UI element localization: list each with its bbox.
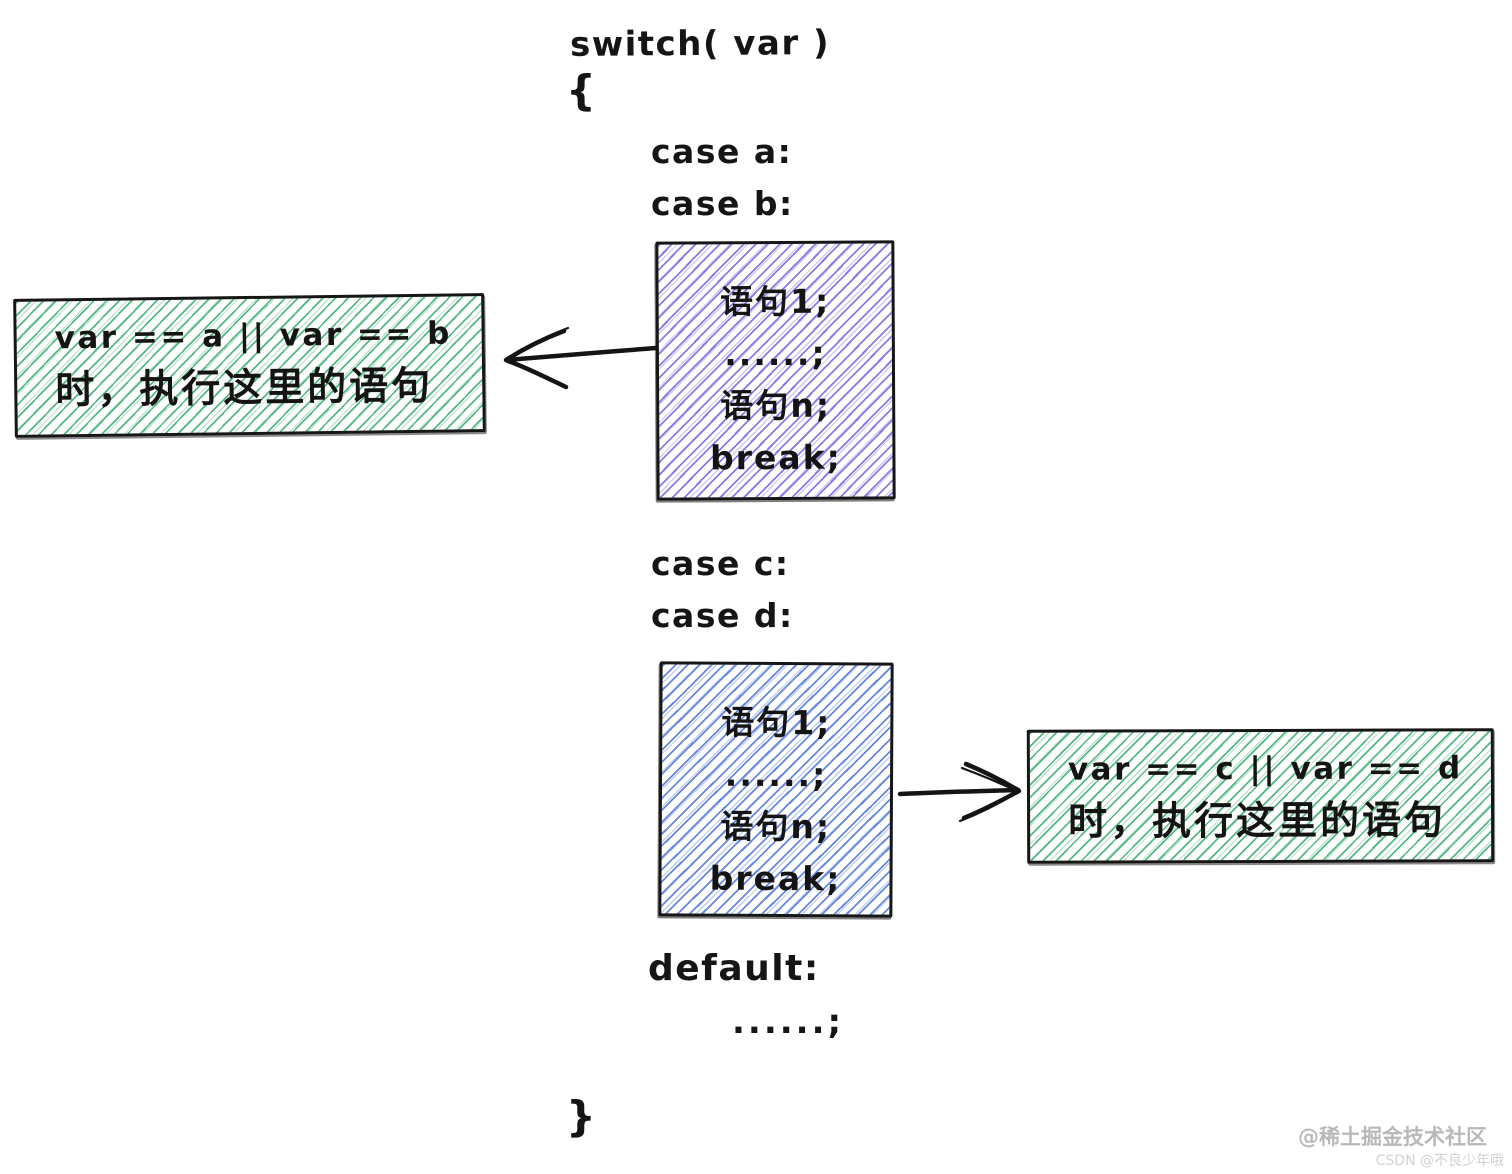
statement-line-1: 语句1; — [721, 702, 832, 743]
note-condition: var == a || var == b — [54, 315, 453, 357]
arrow-right — [897, 761, 1022, 823]
case-a-label: case a: — [651, 132, 793, 171]
statement-line-break: break; — [709, 437, 842, 478]
case-b-label: case b: — [651, 184, 794, 223]
open-brace: { — [566, 66, 598, 115]
case-c-label: case c: — [651, 544, 790, 583]
statement-line-ellipsis: ......; — [724, 333, 827, 374]
note-description: 时，执行这里的语句 — [1068, 798, 1447, 845]
statement-block-case-cd: 语句1; ......; 语句n; break; — [658, 661, 894, 918]
default-label: default: — [648, 948, 820, 989]
default-body-ellipsis: ......; — [732, 1002, 845, 1042]
switch-header-label: switch( var ) — [569, 23, 831, 65]
note-description: 时，执行这里的语句 — [55, 363, 434, 414]
arrow-left — [503, 326, 659, 390]
statement-line-break: break; — [709, 858, 842, 899]
close-brace: } — [566, 1092, 598, 1141]
statement-line-n: 语句n; — [720, 385, 832, 426]
note-case-cd: var == c || var == d 时，执行这里的语句 — [1026, 728, 1495, 864]
statement-line-ellipsis: ......; — [724, 754, 828, 795]
watermark-juejin: @稀土掘金技术社区 — [1298, 1125, 1487, 1149]
statement-line-n: 语句n; — [720, 806, 832, 847]
note-condition: var == c || var == d — [1067, 750, 1463, 788]
statement-block-case-ab: 语句1; ......; 语句n; break; — [655, 240, 896, 501]
statement-line-1: 语句1; — [719, 281, 831, 322]
note-case-ab: var == a || var == b 时，执行这里的语句 — [13, 293, 486, 438]
watermark-csdn: CSDN @不良少年哦 — [1375, 1153, 1504, 1169]
case-d-label: case d: — [651, 596, 794, 635]
